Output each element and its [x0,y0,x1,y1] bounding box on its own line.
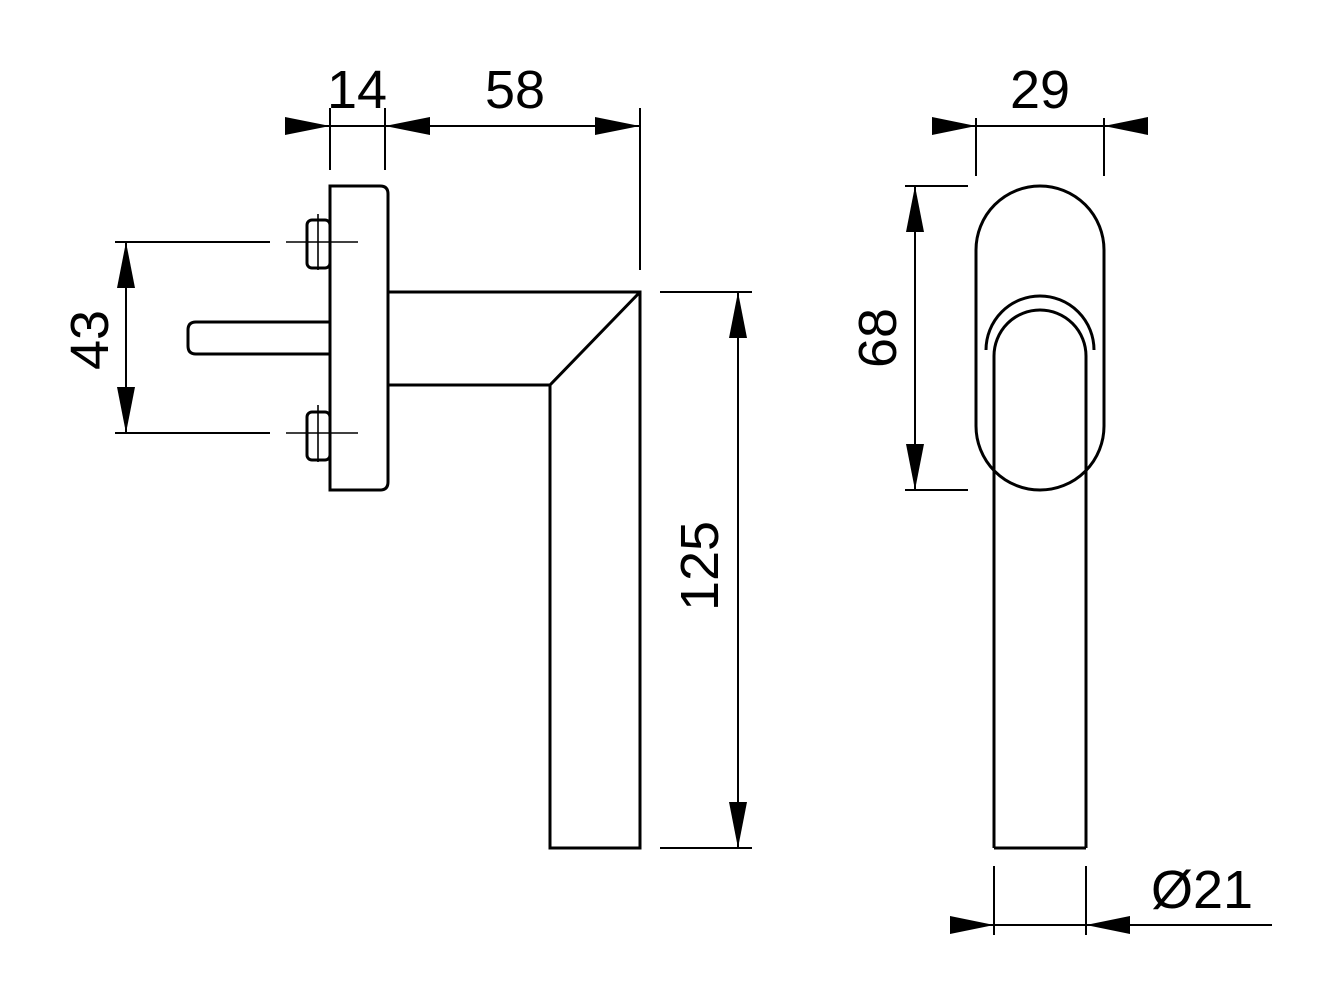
dimension-label-14: 14 [327,60,387,120]
arrow-head [932,117,976,135]
lever-miter-line [548,290,642,387]
dimension-68: 68 [848,185,968,491]
arrow-head [385,117,430,135]
dimension-43: 43 [60,241,270,434]
backplate-outline [328,184,390,492]
arrow-head [729,802,747,848]
side-view [186,184,642,850]
arrow-head [950,916,994,934]
dimension-label-43: 43 [60,310,120,370]
dimension-label-diameter-21: Ø21 [1151,860,1253,920]
front-view [974,184,1106,850]
dimension-14: 14 [285,60,430,170]
rose-oval [974,184,1106,492]
dimension-label-125: 125 [670,521,730,611]
dimension-29: 29 [932,60,1148,176]
arrow-head [117,387,135,433]
arrow-head [1086,916,1130,934]
dimension-58: 58 [430,60,641,270]
arrow-head [285,117,330,135]
dimension-125: 125 [660,291,752,849]
arrow-head [906,444,924,490]
arrow-head [595,117,640,135]
dimension-diameter-21: Ø21 [950,860,1272,935]
arrow-head [729,292,747,338]
lever-outer-ring [984,294,1096,351]
arrow-head [1104,117,1148,135]
spindle [186,320,330,356]
arrow-head [906,186,924,232]
dimension-label-68: 68 [848,308,908,368]
arrow-head [117,242,135,288]
dimension-label-29: 29 [1010,60,1070,120]
lever-inner-ring [992,308,1088,357]
dimension-label-58: 58 [485,60,545,120]
lever-outline [388,290,642,850]
